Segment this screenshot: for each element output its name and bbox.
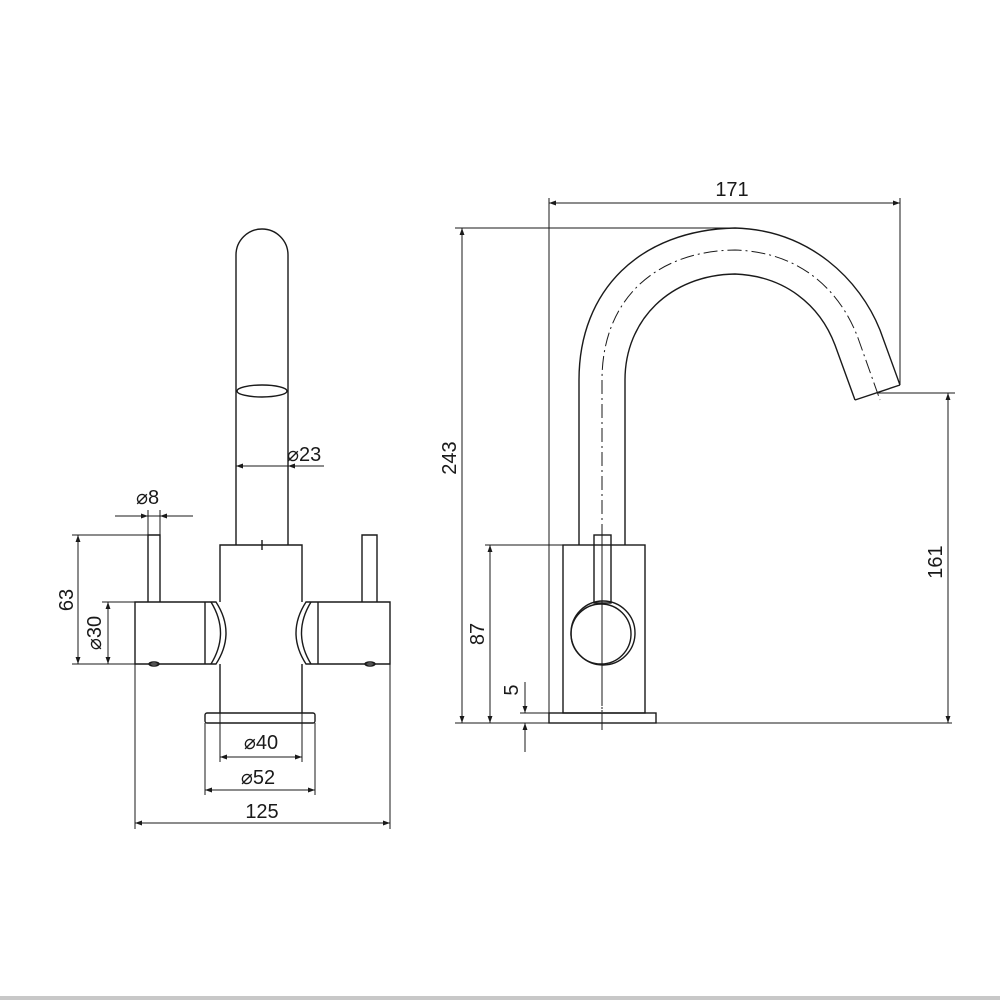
dim-reach: 171 [715,179,748,201]
dim-total-width: 125 [245,801,278,823]
spout-centerline [601,249,881,730]
side-view: 171 243 87 5 161 [439,179,955,752]
spout-front [235,228,289,545]
left-lever [147,534,161,602]
dim-spout-outlet-height: 161 [925,545,947,578]
dim-body-height: 87 [467,623,489,645]
right-lever [361,534,378,602]
footer-bar [0,996,1000,1000]
body-side [562,544,646,714]
front-view: ⌀8 ⌀23 63 ⌀30 ⌀40 ⌀52 125 [56,228,391,829]
spout-ring [236,384,288,398]
dim-base-dia: ⌀52 [241,767,275,789]
base-plate-front [204,712,316,724]
left-handle [134,601,227,665]
right-handle [295,601,391,665]
dim-handle-dia: ⌀30 [84,616,106,650]
dim-stem-height: 63 [56,589,78,611]
dim-stem-dia: ⌀8 [136,487,159,509]
spout-outer [578,227,901,545]
dim-total-height: 243 [439,441,461,474]
spout-inner [624,273,856,545]
body-front [219,544,303,713]
dim-body-dia: ⌀40 [244,732,278,754]
dim-spout-dia: ⌀23 [287,444,321,466]
dim-base-thickness: 5 [501,684,523,695]
